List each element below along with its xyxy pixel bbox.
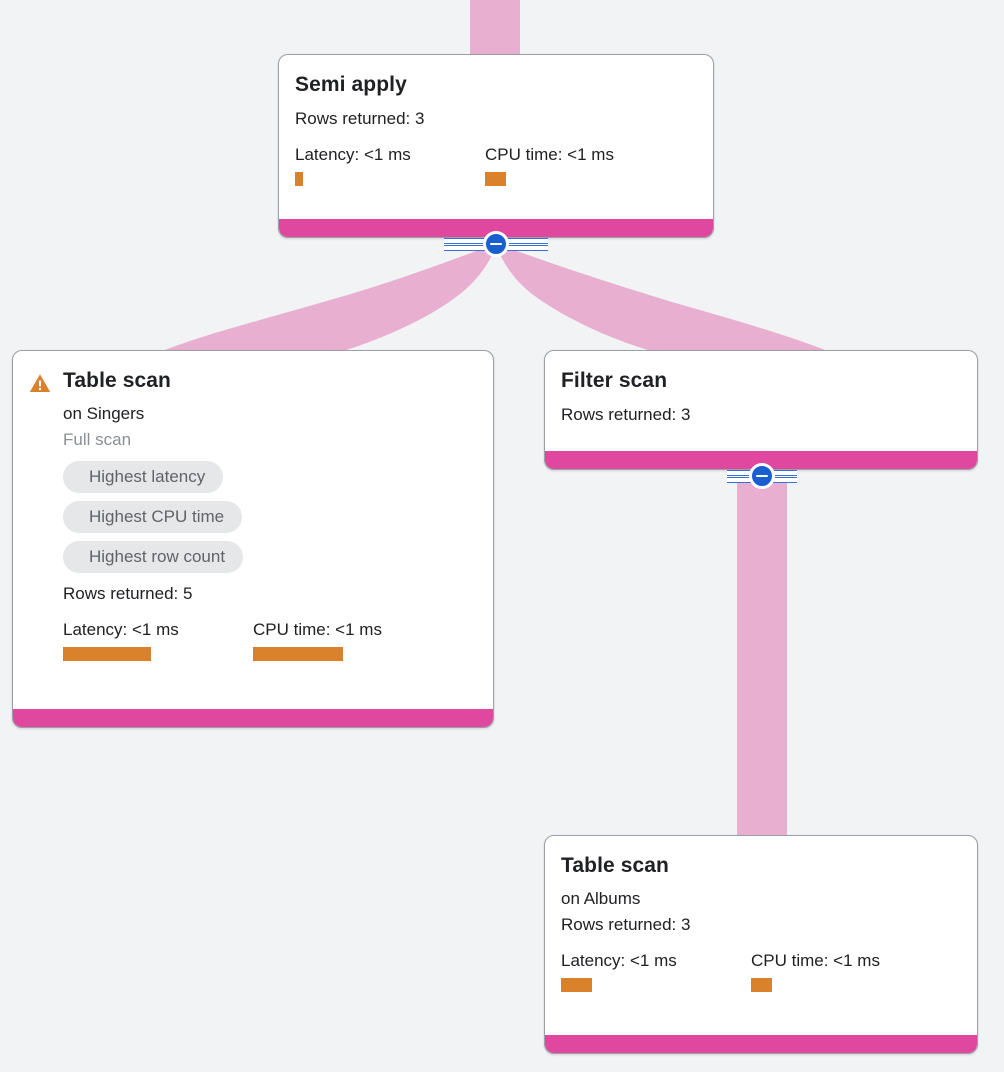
node-chips: Highest latency Highest CPU time Highest… [63, 461, 443, 573]
chip-highest-cpu-time[interactable]: Highest CPU time [63, 501, 243, 533]
metric-cpu-time-label: CPU time: <1 ms [751, 951, 880, 970]
node-rows-returned: Rows returned: 3 [561, 405, 691, 424]
node-semi-apply-body: Semi apply Rows returned: 3 Latency: <1 … [279, 55, 713, 200]
metric-cpu-time: CPU time: <1 ms [751, 950, 941, 992]
toggle-filter-scan-children[interactable] [727, 461, 797, 491]
node-accent-bar [279, 219, 713, 237]
node-title: Table scan [561, 854, 669, 877]
node-scan-type: Full scan [63, 430, 132, 449]
metric-latency: Latency: <1 ms [561, 950, 751, 992]
metric-latency-label: Latency: <1 ms [295, 145, 411, 164]
node-accent-bar [545, 1035, 977, 1053]
metric-cpu-time: CPU time: <1 ms [485, 144, 675, 186]
node-table-scan-singers-body: Table scan on Singers Full scan Highest … [13, 351, 493, 675]
metric-latency: Latency: <1 ms [63, 619, 253, 661]
node-subtitle: on Singers [63, 404, 145, 423]
chip-highest-latency[interactable]: Highest latency [63, 461, 224, 493]
metric-cpu-time-bar [253, 647, 343, 661]
chip-highest-row-count[interactable]: Highest row count [63, 541, 244, 573]
metric-latency-bar [63, 647, 151, 661]
metric-cpu-time-label: CPU time: <1 ms [253, 620, 382, 639]
edge-filter-scan-to-table-scan-albums [737, 468, 787, 840]
node-filter-scan-body: Filter scan Rows returned: 3 [545, 351, 977, 442]
metric-cpu-time-bar [751, 978, 772, 992]
node-metrics: Latency: <1 ms CPU time: <1 ms [561, 950, 941, 992]
warning-triangle-icon [29, 373, 51, 393]
metric-latency-bar [295, 172, 303, 186]
edge-root-to-semi-apply [470, 0, 520, 58]
collapse-minus-icon[interactable] [483, 231, 509, 257]
node-metrics: Latency: <1 ms CPU time: <1 ms [295, 144, 697, 186]
node-rows-returned: Rows returned: 5 [63, 584, 193, 603]
metric-latency-bar [561, 978, 592, 992]
metric-cpu-time-label: CPU time: <1 ms [485, 145, 614, 164]
node-title: Semi apply [295, 73, 407, 96]
edge-semi-apply-to-table-scan-singers [160, 244, 496, 352]
node-accent-bar [13, 709, 493, 727]
toggle-semi-apply-children[interactable] [444, 229, 548, 259]
node-accent-bar [545, 451, 977, 469]
node-rows-returned: Rows returned: 3 [561, 915, 691, 934]
node-table-scan-albums-body: Table scan on Albums Rows returned: 3 La… [545, 836, 977, 1006]
node-table-scan-albums[interactable]: Table scan on Albums Rows returned: 3 La… [544, 835, 978, 1054]
node-title: Filter scan [561, 369, 668, 392]
node-filter-scan-header: Filter scan Rows returned: 3 [561, 367, 961, 428]
metric-latency: Latency: <1 ms [295, 144, 485, 186]
node-subtitle: on Albums [561, 889, 641, 908]
node-semi-apply-header: Semi apply Rows returned: 3 [295, 71, 697, 132]
node-metrics: Latency: <1 ms CPU time: <1 ms [63, 619, 443, 661]
node-title: Table scan [63, 369, 171, 392]
node-semi-apply[interactable]: Semi apply Rows returned: 3 Latency: <1 … [278, 54, 714, 238]
collapse-minus-icon[interactable] [749, 463, 775, 489]
metric-latency-label: Latency: <1 ms [561, 951, 677, 970]
node-table-scan-singers-header: Table scan on Singers Full scan Highest … [29, 367, 477, 661]
metric-latency-label: Latency: <1 ms [63, 620, 179, 639]
edge-semi-apply-to-filter-scan [497, 244, 830, 352]
node-rows-returned: Rows returned: 3 [295, 109, 425, 128]
node-filter-scan[interactable]: Filter scan Rows returned: 3 [544, 350, 978, 470]
node-table-scan-singers[interactable]: Table scan on Singers Full scan Highest … [12, 350, 494, 728]
metric-cpu-time: CPU time: <1 ms [253, 619, 443, 661]
metric-cpu-time-bar [485, 172, 506, 186]
node-table-scan-albums-header: Table scan on Albums Rows returned: 3 La… [561, 852, 961, 992]
